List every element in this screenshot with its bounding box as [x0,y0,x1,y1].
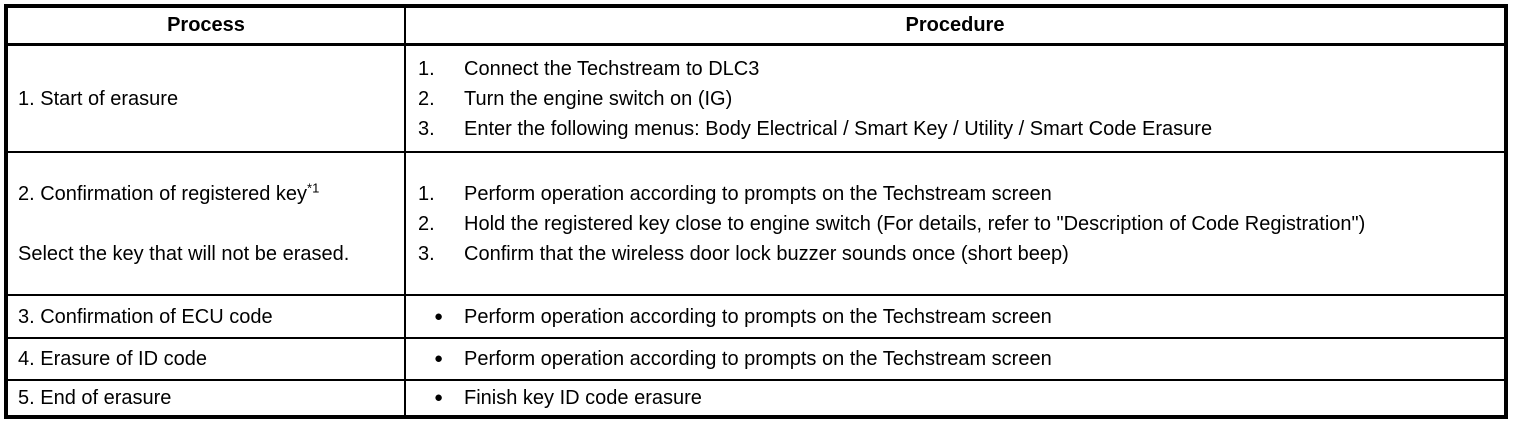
procedure-step-list: 1. Connect the Techstream to DLC3 2. Tur… [418,54,1492,144]
process-cell: 5. End of erasure [8,381,406,415]
step-marker: 2. [418,212,435,235]
bullet-icon: ● [434,389,444,406]
process-label: 3. Confirmation of ECU code [18,305,273,328]
bullet-icon: ● [434,350,444,367]
procedure-cell: 1. Connect the Techstream to DLC3 2. Tur… [406,46,1504,151]
procedure-step: 3. Confirm that the wireless door lock b… [418,239,1492,269]
header-cell-procedure: Procedure [406,8,1504,43]
column-header-process: Process [167,14,245,36]
procedure-cell: ● Perform operation according to prompts… [406,296,1504,337]
procedure-step-list: ● Finish key ID code erasure [418,383,1492,413]
process-label: 2. Confirmation of registered key*1 [18,179,394,209]
table-row: 2. Confirmation of registered key*1 Sele… [8,153,1504,296]
step-text: Enter the following menus: Body Electric… [464,117,1213,140]
process-cell: 2. Confirmation of registered key*1 Sele… [8,153,406,294]
step-text: Connect the Techstream to DLC3 [464,57,760,80]
process-cell: 1. Start of erasure [8,46,406,151]
table-row: 4. Erasure of ID code ● Perform operatio… [8,339,1504,381]
procedure-step: ● Perform operation according to prompts… [418,302,1492,332]
step-text: Hold the registered key close to engine … [464,212,1366,235]
procedure-step-list: ● Perform operation according to prompts… [418,344,1492,374]
step-marker: 1. [418,182,435,205]
procedure-step: 2. Hold the registered key close to engi… [418,209,1492,239]
bullet-icon: ● [434,307,444,325]
process-label: 1. Start of erasure [18,87,179,110]
procedure-step-list: 1. Perform operation according to prompt… [418,179,1492,269]
table-row: 3. Confirmation of ECU code ● Perform op… [8,296,1504,339]
procedure-step: 3. Enter the following menus: Body Elect… [418,114,1492,144]
column-header-procedure: Procedure [905,14,1005,36]
footnote-marker: *1 [307,179,320,195]
procedure-cell: ● Finish key ID code erasure [406,381,1504,415]
step-text: Perform operation according to prompts o… [464,305,1052,328]
table-header-row: Process Procedure [8,8,1504,46]
step-text: Perform operation according to prompts o… [464,182,1052,205]
procedure-step: 2. Turn the engine switch on (IG) [418,84,1492,114]
step-marker: 3. [418,117,435,140]
procedure-step: ● Perform operation according to prompts… [418,344,1492,374]
step-text: Turn the engine switch on (IG) [464,87,733,110]
step-marker: 2. [418,87,435,110]
procedure-cell: ● Perform operation according to prompts… [406,339,1504,379]
header-cell-process: Process [8,8,406,43]
process-cell: 3. Confirmation of ECU code [8,296,406,337]
procedure-cell: 1. Perform operation according to prompt… [406,153,1504,294]
procedure-step-list: ● Perform operation according to prompts… [418,302,1492,332]
process-note: Select the key that will not be erased. [18,242,350,265]
procedure-step: 1. Perform operation according to prompt… [418,179,1492,209]
procedure-step: 1. Connect the Techstream to DLC3 [418,54,1492,84]
step-text: Finish key ID code erasure [464,387,702,409]
table-row: 5. End of erasure ● Finish key ID code e… [8,381,1504,415]
procedure-step: ● Finish key ID code erasure [418,383,1492,413]
step-text: Confirm that the wireless door lock buzz… [464,242,1069,265]
table-row: 1. Start of erasure 1. Connect the Techs… [8,46,1504,153]
process-label: 4. Erasure of ID code [18,348,207,370]
step-text: Perform operation according to prompts o… [464,348,1052,370]
procedure-table: Process Procedure 1. Start of erasure 1.… [4,4,1508,419]
process-label-text: 2. Confirmation of registered key [18,182,308,205]
step-marker: 1. [418,57,435,80]
process-label: 5. End of erasure [18,387,172,409]
step-marker: 3. [418,242,435,265]
process-cell: 4. Erasure of ID code [8,339,406,379]
